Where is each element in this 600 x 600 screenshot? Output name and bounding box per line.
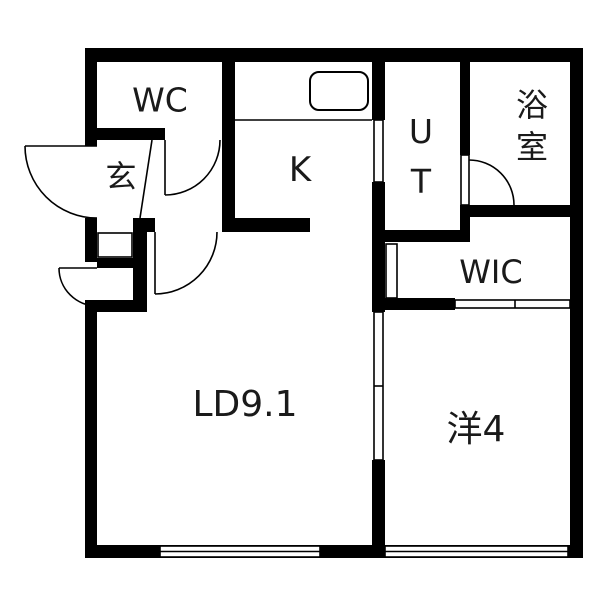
room-label-genkan: 玄: [105, 159, 137, 196]
room-label-kitchen: K: [288, 150, 312, 190]
meter-box-top-wall: [97, 258, 133, 268]
shoe-storage: [97, 232, 133, 258]
kitchen-utility-wall-upper: [372, 62, 385, 120]
room-label-bathroom: 浴室: [511, 88, 549, 172]
partition-wall-middle: [372, 182, 385, 312]
exterior-wall-right: [570, 48, 583, 558]
wic-sliding-door: [454, 299, 571, 309]
room-label-walk-in-closet: WIC: [459, 253, 523, 291]
exterior-wall-top: [85, 48, 583, 62]
utility-bath-wall: [460, 62, 470, 155]
exterior-wall-left-lower: [85, 306, 97, 558]
wc-door-swing-arc: [164, 139, 221, 196]
meter-box-door-swing-arc: [58, 267, 98, 307]
partition-wall-lower: [372, 460, 385, 558]
bath-door-leaf: [460, 154, 470, 206]
closet-bottom-wall: [85, 300, 147, 312]
utility-sliding-door: [373, 119, 384, 183]
genkan-step-line: [139, 139, 153, 219]
bath-door-swing-arc: [468, 159, 515, 206]
exterior-wall-left-middle: [85, 218, 97, 262]
entrance-door-swing-arc: [24, 145, 98, 219]
kitchen-sink: [309, 71, 369, 111]
room-label-living-dining: LD9.1: [192, 384, 298, 425]
utility-bottom-wall: [385, 230, 470, 242]
room-label-western-room: 洋4: [446, 409, 506, 450]
bath-bottom-wall: [460, 205, 583, 217]
wic-side-panel: [385, 243, 398, 299]
living-door-swing-arc: [154, 231, 218, 295]
closet-side-wall: [133, 218, 147, 312]
room-label-wc: WC: [132, 80, 188, 120]
wc-bottom-wall: [85, 128, 165, 140]
utility-bath-wall-lower: [460, 205, 470, 242]
room-label-utility: UT: [401, 112, 441, 212]
wc-kitchen-wall: [222, 62, 235, 232]
wic-bottom-wall: [385, 298, 455, 310]
exterior-wall-left-upper: [85, 48, 97, 146]
kitchen-bottom-wall: [222, 218, 310, 232]
